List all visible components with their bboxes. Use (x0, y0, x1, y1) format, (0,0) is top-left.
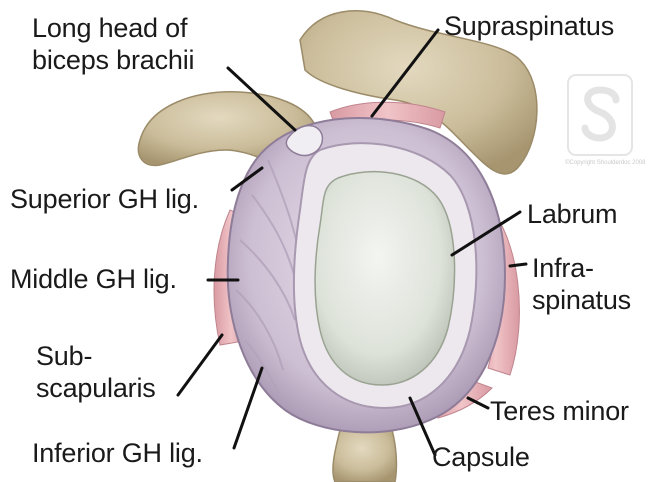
label-inferior-gh-lig: Inferior GH lig. (32, 437, 203, 469)
label-superior-gh-lig: Superior GH lig. (10, 183, 199, 215)
label-subscapularis: Sub- scapularis (36, 340, 156, 404)
label-teres-minor: Teres minor (490, 395, 629, 427)
leader-subscapularis (178, 335, 222, 395)
label-long-head-biceps: Long head of biceps brachii (32, 12, 194, 76)
label-labrum: Labrum (527, 198, 617, 230)
scapula-neck-bone (333, 430, 397, 482)
medical-logo-icon (568, 75, 632, 155)
leader-inferior-gh (234, 368, 262, 448)
watermark-text: ©Copyright Shoulderdoc 2008 (565, 160, 645, 166)
label-middle-gh-lig: Middle GH lig. (10, 263, 177, 295)
leader-infraspinatus (510, 264, 526, 266)
glenoid-fossa (315, 172, 455, 385)
label-supraspinatus: Supraspinatus (444, 10, 614, 42)
label-infraspinatus: Infra- spinatus (532, 252, 631, 316)
label-capsule: Capsule (432, 441, 530, 473)
